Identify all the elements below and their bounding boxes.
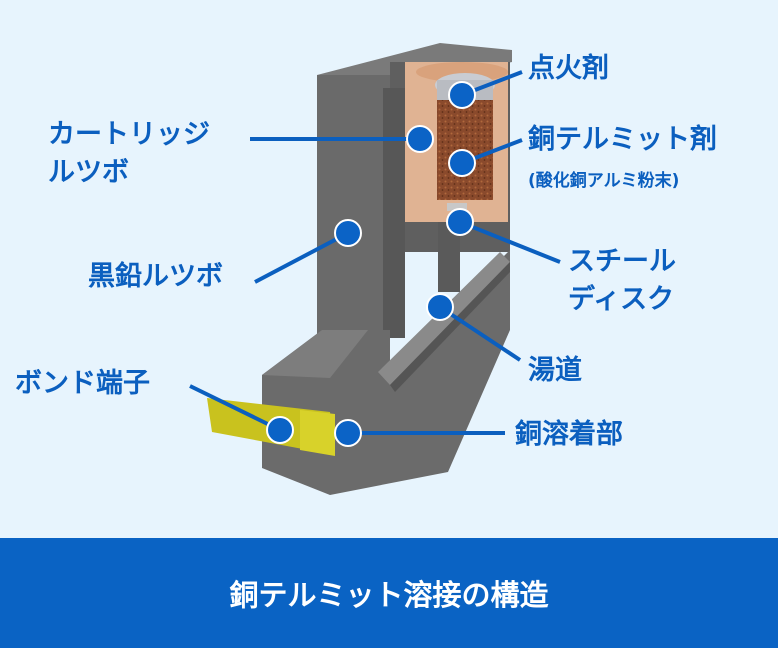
label-steel-1: スチール	[568, 246, 676, 277]
label-bond: ボンド端子	[15, 368, 150, 399]
label-cartridge-2: ルツボ	[48, 157, 129, 188]
label-thermit: 銅テルミット剤	[528, 124, 717, 155]
label-igniter: 点火剤	[528, 53, 609, 84]
label-thermit-sub: (酸化銅アルミ粉末)	[528, 171, 680, 191]
marker-weld	[334, 419, 362, 447]
label-weld: 銅溶着部	[515, 419, 623, 450]
label-graphite: 黒鉛ルツボ	[88, 261, 223, 292]
marker-steel-disc	[446, 208, 474, 236]
marker-graphite	[334, 219, 362, 247]
caption-banner: 銅テルミット溶接の構造	[0, 538, 778, 648]
marker-thermit	[448, 149, 476, 177]
marker-igniter	[448, 81, 476, 109]
marker-runner	[426, 293, 454, 321]
thermit-welding-diagram	[189, 43, 561, 495]
label-steel-2: ディスク	[568, 284, 675, 315]
marker-cartridge	[406, 125, 434, 153]
label-cartridge-1: カートリッジ	[48, 119, 210, 150]
caption-text: 銅テルミット溶接の構造	[229, 578, 549, 612]
marker-bond	[266, 416, 294, 444]
label-runner: 湯道	[528, 355, 582, 386]
